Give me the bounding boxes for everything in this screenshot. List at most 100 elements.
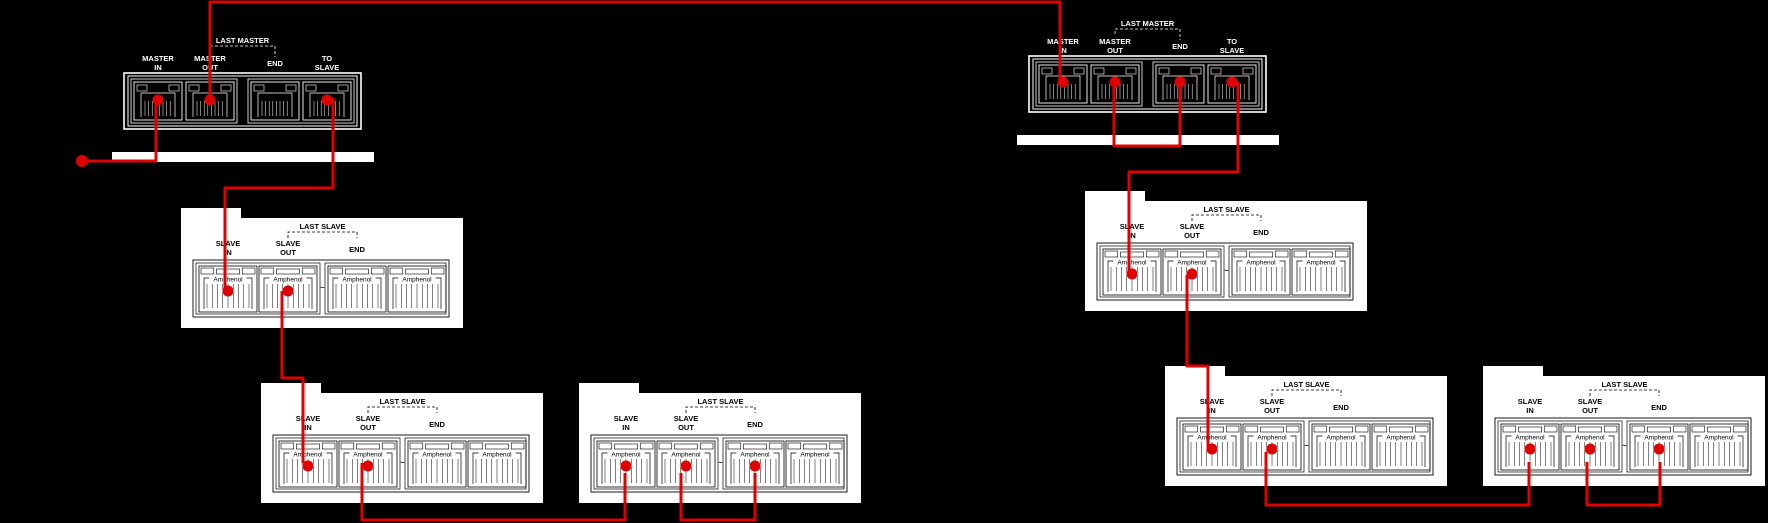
cable-right-slave-2-to-slave-3 [1264,452,1531,507]
panel-frame [1176,417,1434,476]
amphenol-label: Amphenol [1257,435,1287,442]
connection-point [321,94,333,106]
label-last-master: LAST MASTER [1121,19,1175,28]
label-end: END [1253,228,1269,237]
last-slave-bracket: LAST SLAVE [1589,380,1660,396]
rj45-jack-icon: Amphenol [596,440,656,488]
cable-left-master-in-feed [82,98,158,163]
last-slave-bracket: LAST SLAVE [367,397,438,413]
amphenol-label: Amphenol [1246,260,1276,267]
amphenol-label: Amphenol [1306,260,1336,267]
amphenol-label: Amphenol [1704,435,1734,442]
rj45-jack-icon: Amphenol [338,440,398,488]
rj45-jack-icon: Amphenol [1371,423,1431,471]
amphenol-label: Amphenol [273,277,303,284]
connection-point [1109,76,1121,88]
rj45-jack-icon: Amphenol [467,440,527,488]
cable-right-master-to-slave-1 [1127,82,1240,275]
cable-right-slave-3-terminator [1585,462,1662,507]
amphenol-label: Amphenol [1197,435,1227,442]
amphenol-label: Amphenol [402,277,432,284]
label-last-master: LAST MASTER [216,36,270,45]
amphenol-label: Amphenol [1386,435,1416,442]
amphenol-label: Amphenol [1117,260,1147,267]
connection-point [620,460,632,472]
amphenol-label: Amphenol [611,452,641,459]
panel-gap-mark: ~ [400,458,405,467]
rj45-jack-icon: Amphenol [1689,423,1749,471]
label-end: END [349,245,365,254]
panel-frame [272,434,530,493]
connection-point [1653,443,1665,455]
panel-tab [181,208,241,222]
connection-points-layer [76,76,1665,472]
panel-gap-mark: ~ [1622,441,1627,450]
panel-gap-mark: ~ [320,283,325,292]
amphenol-label: Amphenol [482,452,512,459]
rj45-jack-icon: Amphenol [327,265,387,313]
panel-frame [590,434,848,493]
connection-point [1126,268,1138,280]
rj45-jack-icon: Amphenol [387,265,447,313]
last-slave-bracket: LAST SLAVE [685,397,756,413]
rj45-jack-icon [1090,64,1140,104]
panel-card [1483,376,1765,486]
panel-tab [1085,191,1145,205]
connection-point [1524,443,1536,455]
rj45-jack-icon: Amphenol [1560,423,1620,471]
panel-gap-mark: ~ [718,458,723,467]
panel-tab [1165,366,1225,380]
last-slave-bracket: LAST SLAVE [1191,205,1262,221]
panel-card [261,393,543,503]
label-last-slave: LAST SLAVE [1203,205,1249,214]
label-end: END [1333,403,1349,412]
amphenol-label: Amphenol [342,277,372,284]
rj45-jack-icon: Amphenol [1231,248,1291,296]
panel-gap-mark: ~ [1224,266,1229,275]
panel-card [1085,201,1367,311]
label-end: END [747,420,763,429]
panel-tab [261,383,321,397]
label-last-slave: LAST SLAVE [379,397,425,406]
cable-left-slave-1-to-slave-2 [280,291,305,463]
rj45-jack-icon: Amphenol [198,265,258,313]
rj45-jack-icon: Amphenol [1242,423,1302,471]
cable-left-slave-3-terminator [679,473,757,522]
connection-point [204,94,216,106]
connection-point [362,460,374,472]
connection-point [1206,443,1218,455]
rj45-jack-icon: Amphenol [1291,248,1351,296]
mounting-bar [1017,135,1279,145]
panel-frame [1096,242,1354,301]
connection-point [152,94,164,106]
rj45-jack-icon [302,81,352,121]
rj45-jack-icon: Amphenol [1102,248,1162,296]
amphenol-label: Amphenol [1177,260,1207,267]
panel-gap-mark: ~ [1304,441,1309,450]
cable-left-master-to-slave-1 [223,98,335,291]
panel-tab [1483,366,1543,380]
rj45-jack-icon: Amphenol [785,440,845,488]
connection-point [1226,76,1238,88]
amphenol-label: Amphenol [1515,435,1545,442]
